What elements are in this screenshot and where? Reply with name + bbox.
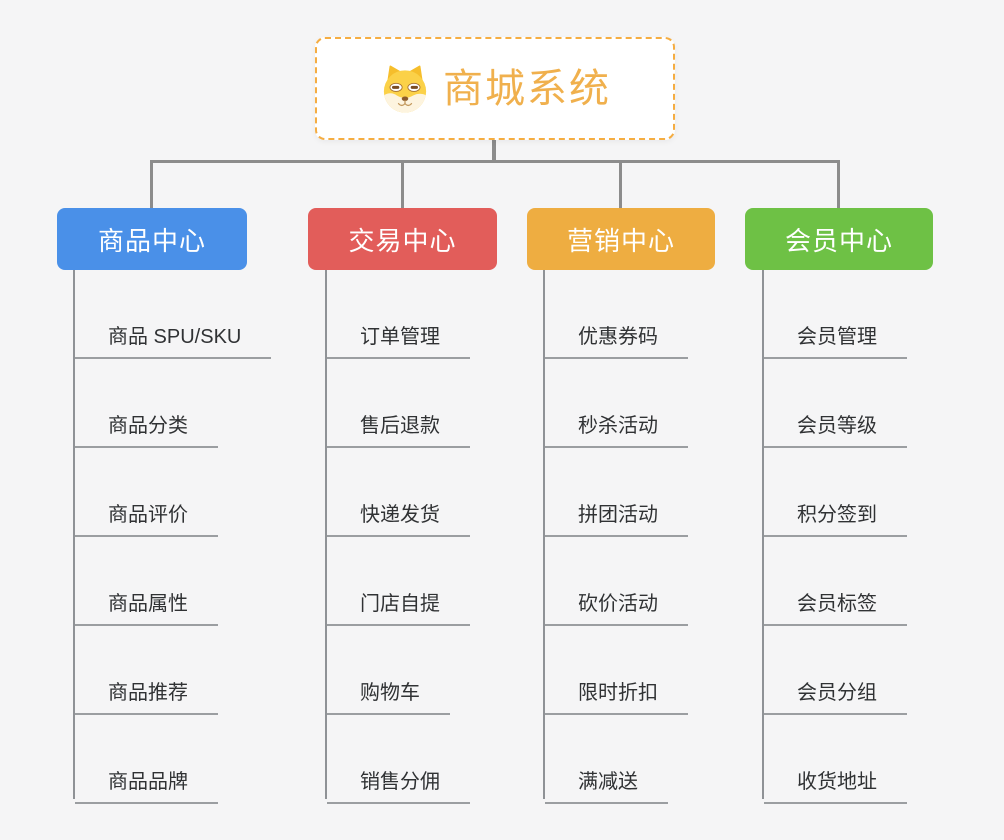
connector-drop-member bbox=[837, 160, 840, 208]
leaf-label[interactable]: 销售分佣 bbox=[327, 772, 470, 804]
branch-node-trade-center[interactable]: 交易中心 bbox=[308, 208, 497, 270]
branch-spine bbox=[543, 270, 545, 799]
leaf-label[interactable]: 会员管理 bbox=[764, 327, 907, 359]
leaf-label[interactable]: 购物车 bbox=[327, 683, 450, 715]
leaf-label[interactable]: 商品品牌 bbox=[75, 772, 218, 804]
leaf-label[interactable]: 商品属性 bbox=[75, 594, 218, 626]
leaf-label[interactable]: 商品 SPU/SKU bbox=[75, 327, 272, 359]
leaf-label[interactable]: 售后退款 bbox=[327, 416, 470, 448]
leaf-label[interactable]: 会员标签 bbox=[764, 594, 907, 626]
connector-horizontal-bar bbox=[150, 160, 840, 163]
leaf-label[interactable]: 商品评价 bbox=[75, 505, 218, 537]
dog-face-icon bbox=[383, 65, 427, 113]
leaf-label[interactable]: 收货地址 bbox=[764, 772, 907, 804]
branch-label: 营销中心 bbox=[566, 225, 675, 256]
connector-drop-product bbox=[150, 160, 153, 208]
connector-root-drop bbox=[492, 139, 496, 162]
leaf-label[interactable]: 会员分组 bbox=[764, 683, 907, 715]
branch-label: 交易中心 bbox=[348, 225, 457, 256]
leaf-label[interactable]: 商品分类 bbox=[75, 416, 218, 448]
root-node[interactable]: 商城系统 bbox=[315, 37, 675, 140]
branch-spine bbox=[762, 270, 764, 799]
branch-node-member-center[interactable]: 会员中心 bbox=[745, 208, 933, 270]
leaf-label[interactable]: 秒杀活动 bbox=[545, 416, 688, 448]
leaf-label[interactable]: 限时折扣 bbox=[545, 683, 688, 715]
root-node-label: 商城系统 bbox=[443, 66, 611, 111]
leaf-label[interactable]: 优惠券码 bbox=[545, 327, 688, 359]
leaf-label[interactable]: 砍价活动 bbox=[545, 594, 688, 626]
leaf-label[interactable]: 快递发货 bbox=[327, 505, 470, 537]
branch-spine bbox=[73, 270, 75, 799]
branch-spine bbox=[325, 270, 327, 799]
leaf-label[interactable]: 满减送 bbox=[545, 772, 668, 804]
leaf-label[interactable]: 积分签到 bbox=[764, 505, 907, 537]
leaf-label[interactable]: 拼团活动 bbox=[545, 505, 688, 537]
leaf-label[interactable]: 订单管理 bbox=[327, 327, 470, 359]
branch-node-marketing-center[interactable]: 营销中心 bbox=[527, 208, 715, 270]
connector-drop-trade bbox=[401, 160, 404, 208]
branch-label: 会员中心 bbox=[784, 225, 893, 256]
leaf-label[interactable]: 商品推荐 bbox=[75, 683, 218, 715]
branch-label: 商品中心 bbox=[97, 225, 206, 256]
leaf-label[interactable]: 会员等级 bbox=[764, 416, 907, 448]
connector-drop-marketing bbox=[619, 160, 622, 208]
branch-node-product-center[interactable]: 商品中心 bbox=[57, 208, 247, 270]
leaf-label[interactable]: 门店自提 bbox=[327, 594, 470, 626]
